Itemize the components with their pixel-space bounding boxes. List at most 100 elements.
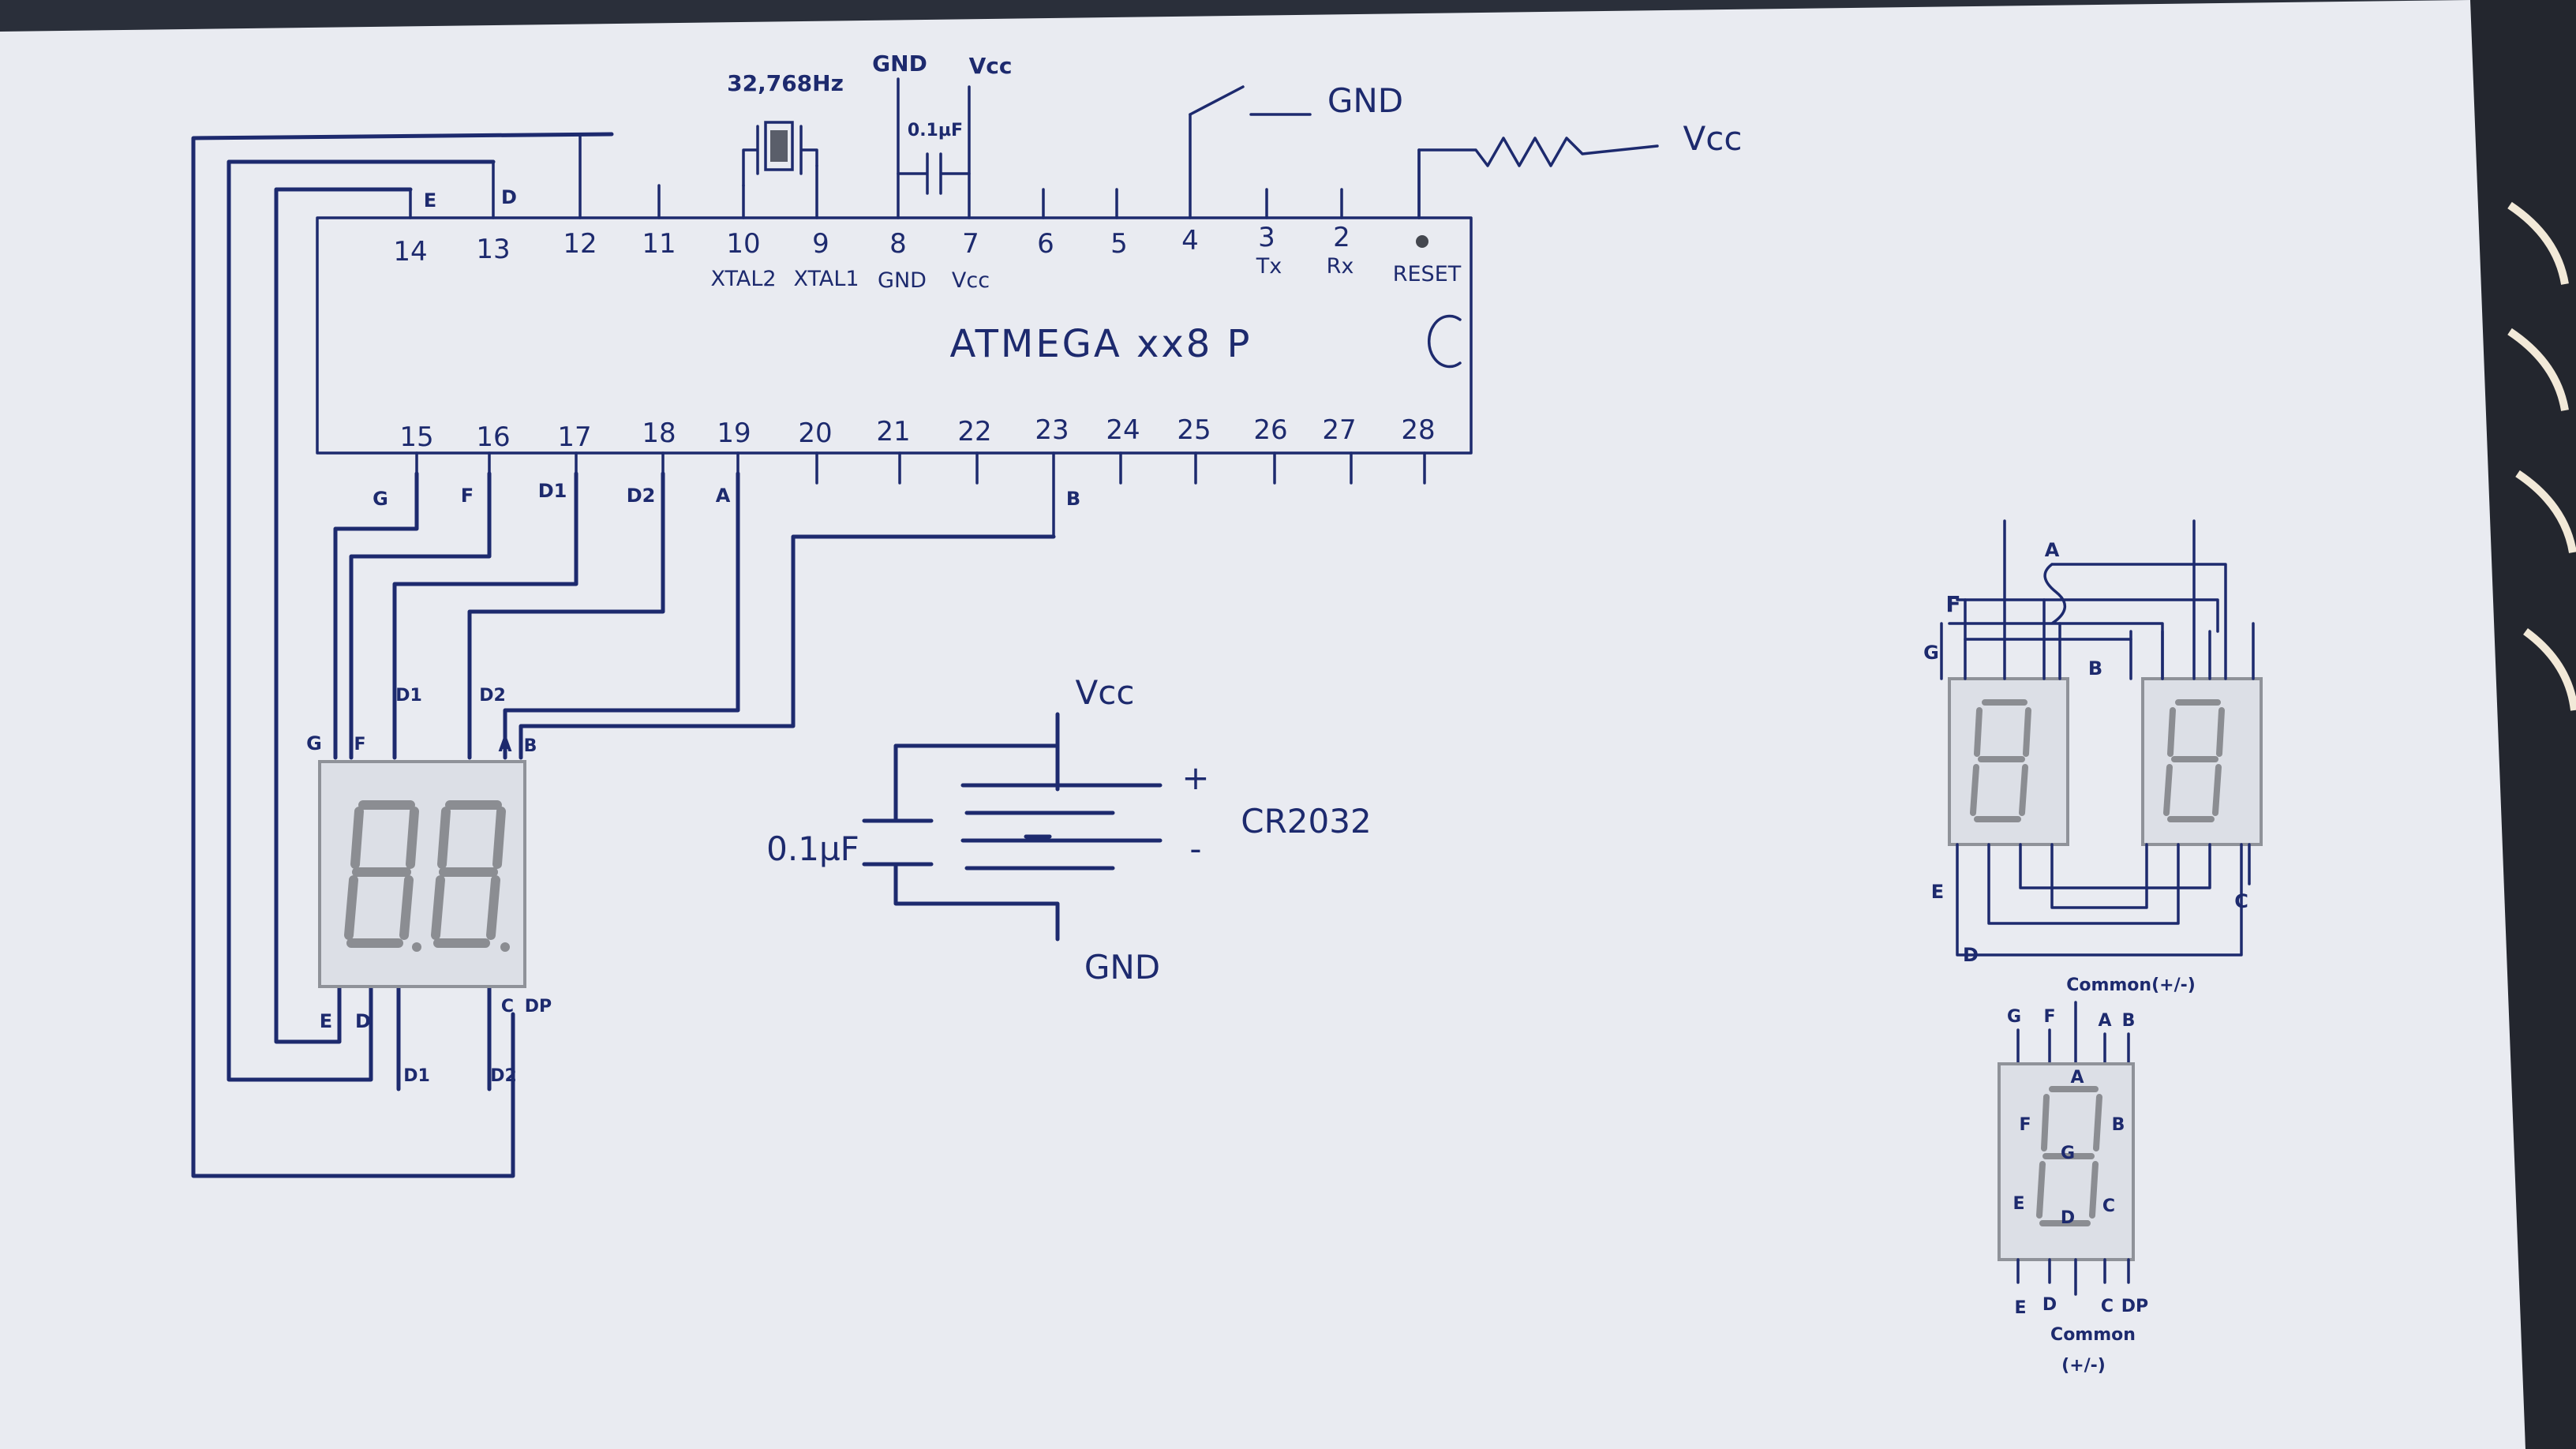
vcc-top-label: Vcc xyxy=(969,53,1013,79)
pair-label-g: G xyxy=(1923,642,1939,664)
pin-15-label: 15 xyxy=(399,421,433,453)
button-switch: GND xyxy=(1189,81,1403,120)
display-left: G F D1 D2 A B E D D1 D2 C DP xyxy=(306,686,552,1086)
pinout-bottom-d: D xyxy=(2042,1295,2057,1315)
pin-17-label: 17 xyxy=(557,421,591,453)
net-b-label: B xyxy=(1066,488,1080,510)
net-d2-label: D2 xyxy=(627,485,656,507)
pin-3-label: 3 xyxy=(1258,222,1275,253)
chip-body xyxy=(316,216,1473,455)
net-g-label: G xyxy=(373,488,388,510)
bottom-pin-stubs xyxy=(415,451,1426,538)
pin-26-label: 26 xyxy=(1253,414,1287,446)
pinout-seg-f: F xyxy=(2019,1115,2031,1135)
pinout-seg-c: C xyxy=(2102,1196,2115,1216)
pair-label-f: F xyxy=(1945,591,1960,617)
pin-10-label: 10 xyxy=(726,228,760,260)
pinout-common-bottom-2: (+/-) xyxy=(2061,1356,2106,1376)
pinout-seg-g: G xyxy=(2061,1144,2075,1163)
vcc-pin-label: Vcc xyxy=(952,268,990,293)
tx-label: Tx xyxy=(1256,254,1282,279)
battery-circuit: Vcc GND 0.1µF + - CR2032 xyxy=(766,673,1372,987)
disp-pin-b: B xyxy=(524,736,537,756)
pin-27-label: 27 xyxy=(1322,414,1356,446)
disp-pin-d2-bottom: D2 xyxy=(490,1066,517,1086)
crystal-frequency: 32,768Hz xyxy=(727,70,844,96)
net-e-label: E xyxy=(424,189,436,212)
net-f-label: F xyxy=(461,485,474,507)
disp-pin-d2: D2 xyxy=(479,686,506,706)
pin-12-label: 12 xyxy=(563,228,597,260)
pair-label-b: B xyxy=(2088,657,2102,680)
pin-13-label: 13 xyxy=(476,234,510,265)
wiring xyxy=(191,132,1056,1178)
net-d-label: D xyxy=(501,186,517,208)
pinout-display-body xyxy=(1998,1062,2135,1261)
reset-vcc-label: Vcc xyxy=(1683,119,1743,158)
fabric-pattern xyxy=(2507,201,2576,711)
pin-4-label: 4 xyxy=(1181,225,1199,256)
pin-8-label: 8 xyxy=(889,228,907,260)
switch-gnd-label: GND xyxy=(1327,81,1403,120)
pinout-common-bottom-1: Common xyxy=(2050,1325,2136,1345)
net-d1-label: D1 xyxy=(538,480,567,502)
pinout-bottom-e: E xyxy=(2014,1298,2026,1318)
xtal2-label: XTAL2 xyxy=(710,267,776,291)
pinout-top-b: B xyxy=(2122,1011,2136,1031)
pinout-top-g: G xyxy=(2007,1007,2021,1027)
disp-pin-g: G xyxy=(306,732,322,754)
chip-notch xyxy=(1428,314,1462,369)
pin-18-label: 18 xyxy=(642,417,676,449)
battery-cap-label: 0.1µF xyxy=(766,829,859,868)
paper-shadow xyxy=(2470,0,2576,1449)
pin-9-label: 9 xyxy=(812,228,829,260)
rx-label: Rx xyxy=(1327,254,1354,279)
pin-25-label: 25 xyxy=(1177,414,1211,446)
battery-minus: - xyxy=(1189,829,1201,868)
pinout-common-top: Common(+/-) xyxy=(2066,975,2196,995)
pinout-top-f: F xyxy=(2043,1007,2055,1027)
disp-pin-c: C xyxy=(501,997,514,1017)
pin-2-label: 2 xyxy=(1333,222,1350,253)
gnd-pin-label: GND xyxy=(878,268,927,293)
pin-23-label: 23 xyxy=(1035,414,1069,446)
pin-22-label: 22 xyxy=(957,416,991,447)
net-a-label: A xyxy=(716,485,731,507)
disp-pin-a: A xyxy=(498,736,511,756)
pin-20-label: 20 xyxy=(798,417,832,449)
gnd-top-label: GND xyxy=(872,51,927,77)
battery-plus: + xyxy=(1181,758,1209,797)
decoupling-cap-top: GND Vcc 0.1µF xyxy=(872,51,1013,195)
disp-pin-d: D xyxy=(355,1010,371,1032)
pin-11-label: 11 xyxy=(642,228,676,260)
pair-label-e: E xyxy=(1931,881,1944,903)
disp-pin-e: E xyxy=(320,1010,332,1032)
pin-1-dot xyxy=(1416,235,1428,248)
pair-label-c: C xyxy=(2234,890,2248,912)
pin-19-label: 19 xyxy=(717,417,751,449)
battery-model: CR2032 xyxy=(1241,802,1371,841)
pinout-seg-b: B xyxy=(2112,1115,2125,1135)
pin-5-label: 5 xyxy=(1110,228,1128,260)
pinout-bottom-dp: DP xyxy=(2121,1297,2148,1316)
xtal1-label: XTAL1 xyxy=(793,267,859,291)
pinout-seg-a: A xyxy=(2070,1068,2084,1088)
pinout-top-a: A xyxy=(2098,1011,2111,1031)
pinout-bottom-c: C xyxy=(2101,1297,2114,1316)
battery-vcc-label: Vcc xyxy=(1076,673,1135,712)
pinout-reference: Common(+/-) G F A B A F B G E D C E D C … xyxy=(1998,975,2196,1376)
pin-14-label: 14 xyxy=(393,236,427,268)
pin-7-label: 7 xyxy=(962,228,979,260)
pair-label-d: D xyxy=(1963,944,1979,966)
reset-resistor: Vcc xyxy=(1417,119,1743,219)
disp-pin-dp: DP xyxy=(525,997,552,1017)
pin-16-label: 16 xyxy=(476,421,510,453)
pin-6-label: 6 xyxy=(1037,228,1054,260)
disp-pin-d1: D1 xyxy=(395,686,422,706)
pinout-seg-d: D xyxy=(2061,1208,2075,1228)
disp-pin-f: F xyxy=(354,735,365,754)
disp-pin-d1-bottom: D1 xyxy=(403,1066,430,1086)
battery-gnd-label: GND xyxy=(1084,948,1160,987)
